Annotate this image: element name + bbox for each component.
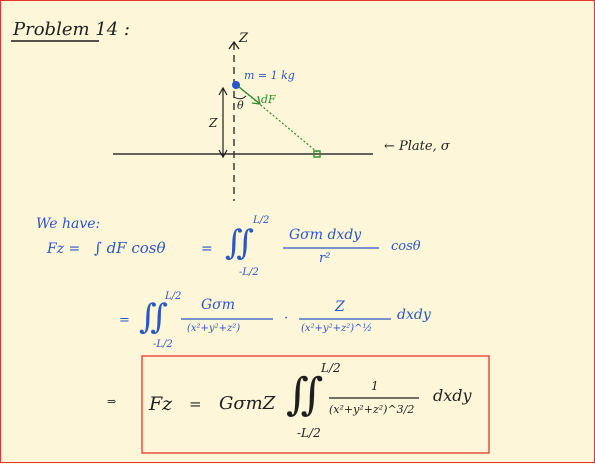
- line2-frac2-num: Z: [335, 299, 345, 315]
- line1-equals: =: [201, 241, 213, 257]
- line2-dot: ·: [284, 311, 289, 326]
- mass-label: m = 1 kg: [244, 69, 295, 82]
- line1-upper: L/2: [253, 215, 270, 226]
- final-lower: -L/2: [297, 426, 321, 440]
- line2-diff: dxdy: [397, 307, 431, 323]
- final-double-integral: ∬: [286, 369, 324, 420]
- height-label: Z: [209, 116, 218, 130]
- line1-integral: ∫ dF cosθ: [94, 239, 166, 257]
- line2-double-integral: ∬: [139, 297, 168, 337]
- force-arrow: [238, 86, 260, 104]
- line2-frac1-den: (x²+y²+z²): [187, 323, 241, 334]
- final-lhs: Fz: [149, 393, 173, 415]
- line1-frac-den: r²: [319, 251, 331, 266]
- final-arrow: ⇒: [107, 395, 117, 408]
- final-num: 1: [371, 379, 379, 393]
- z-axis-arrowhead: [228, 40, 240, 50]
- line1-frac-num: Gσm dxdy: [289, 227, 362, 243]
- problem-title: Problem 14 :: [13, 19, 130, 40]
- mass-point: [232, 81, 240, 89]
- line1-trailing: cosθ: [391, 239, 421, 254]
- final-coef: GσmZ: [219, 393, 276, 414]
- force-label: dF: [261, 93, 276, 106]
- final-upper: L/2: [321, 361, 341, 375]
- final-den: (x²+y²+z²)^3/2: [329, 403, 415, 416]
- line1-lhs: Fz =: [47, 241, 81, 257]
- z-axis-label: Z: [239, 31, 249, 46]
- plate-label: ← Plate, σ: [384, 139, 450, 154]
- line2-frac2-den: (x²+y²+z²)^½: [301, 323, 373, 334]
- final-diff: dxdy: [433, 386, 472, 405]
- line2-frac1-num: Gσm: [201, 297, 236, 313]
- line1-double-integral: ∬: [225, 223, 254, 263]
- line2-upper: L/2: [165, 291, 182, 302]
- intro-text: We have:: [36, 216, 101, 232]
- area-element: [313, 150, 321, 158]
- line2-equals: =: [119, 313, 130, 328]
- line1-lower: -L/2: [239, 267, 259, 278]
- angle-label: θ: [237, 99, 244, 112]
- line2-lower: -L/2: [153, 339, 173, 350]
- final-equals: =: [189, 395, 202, 413]
